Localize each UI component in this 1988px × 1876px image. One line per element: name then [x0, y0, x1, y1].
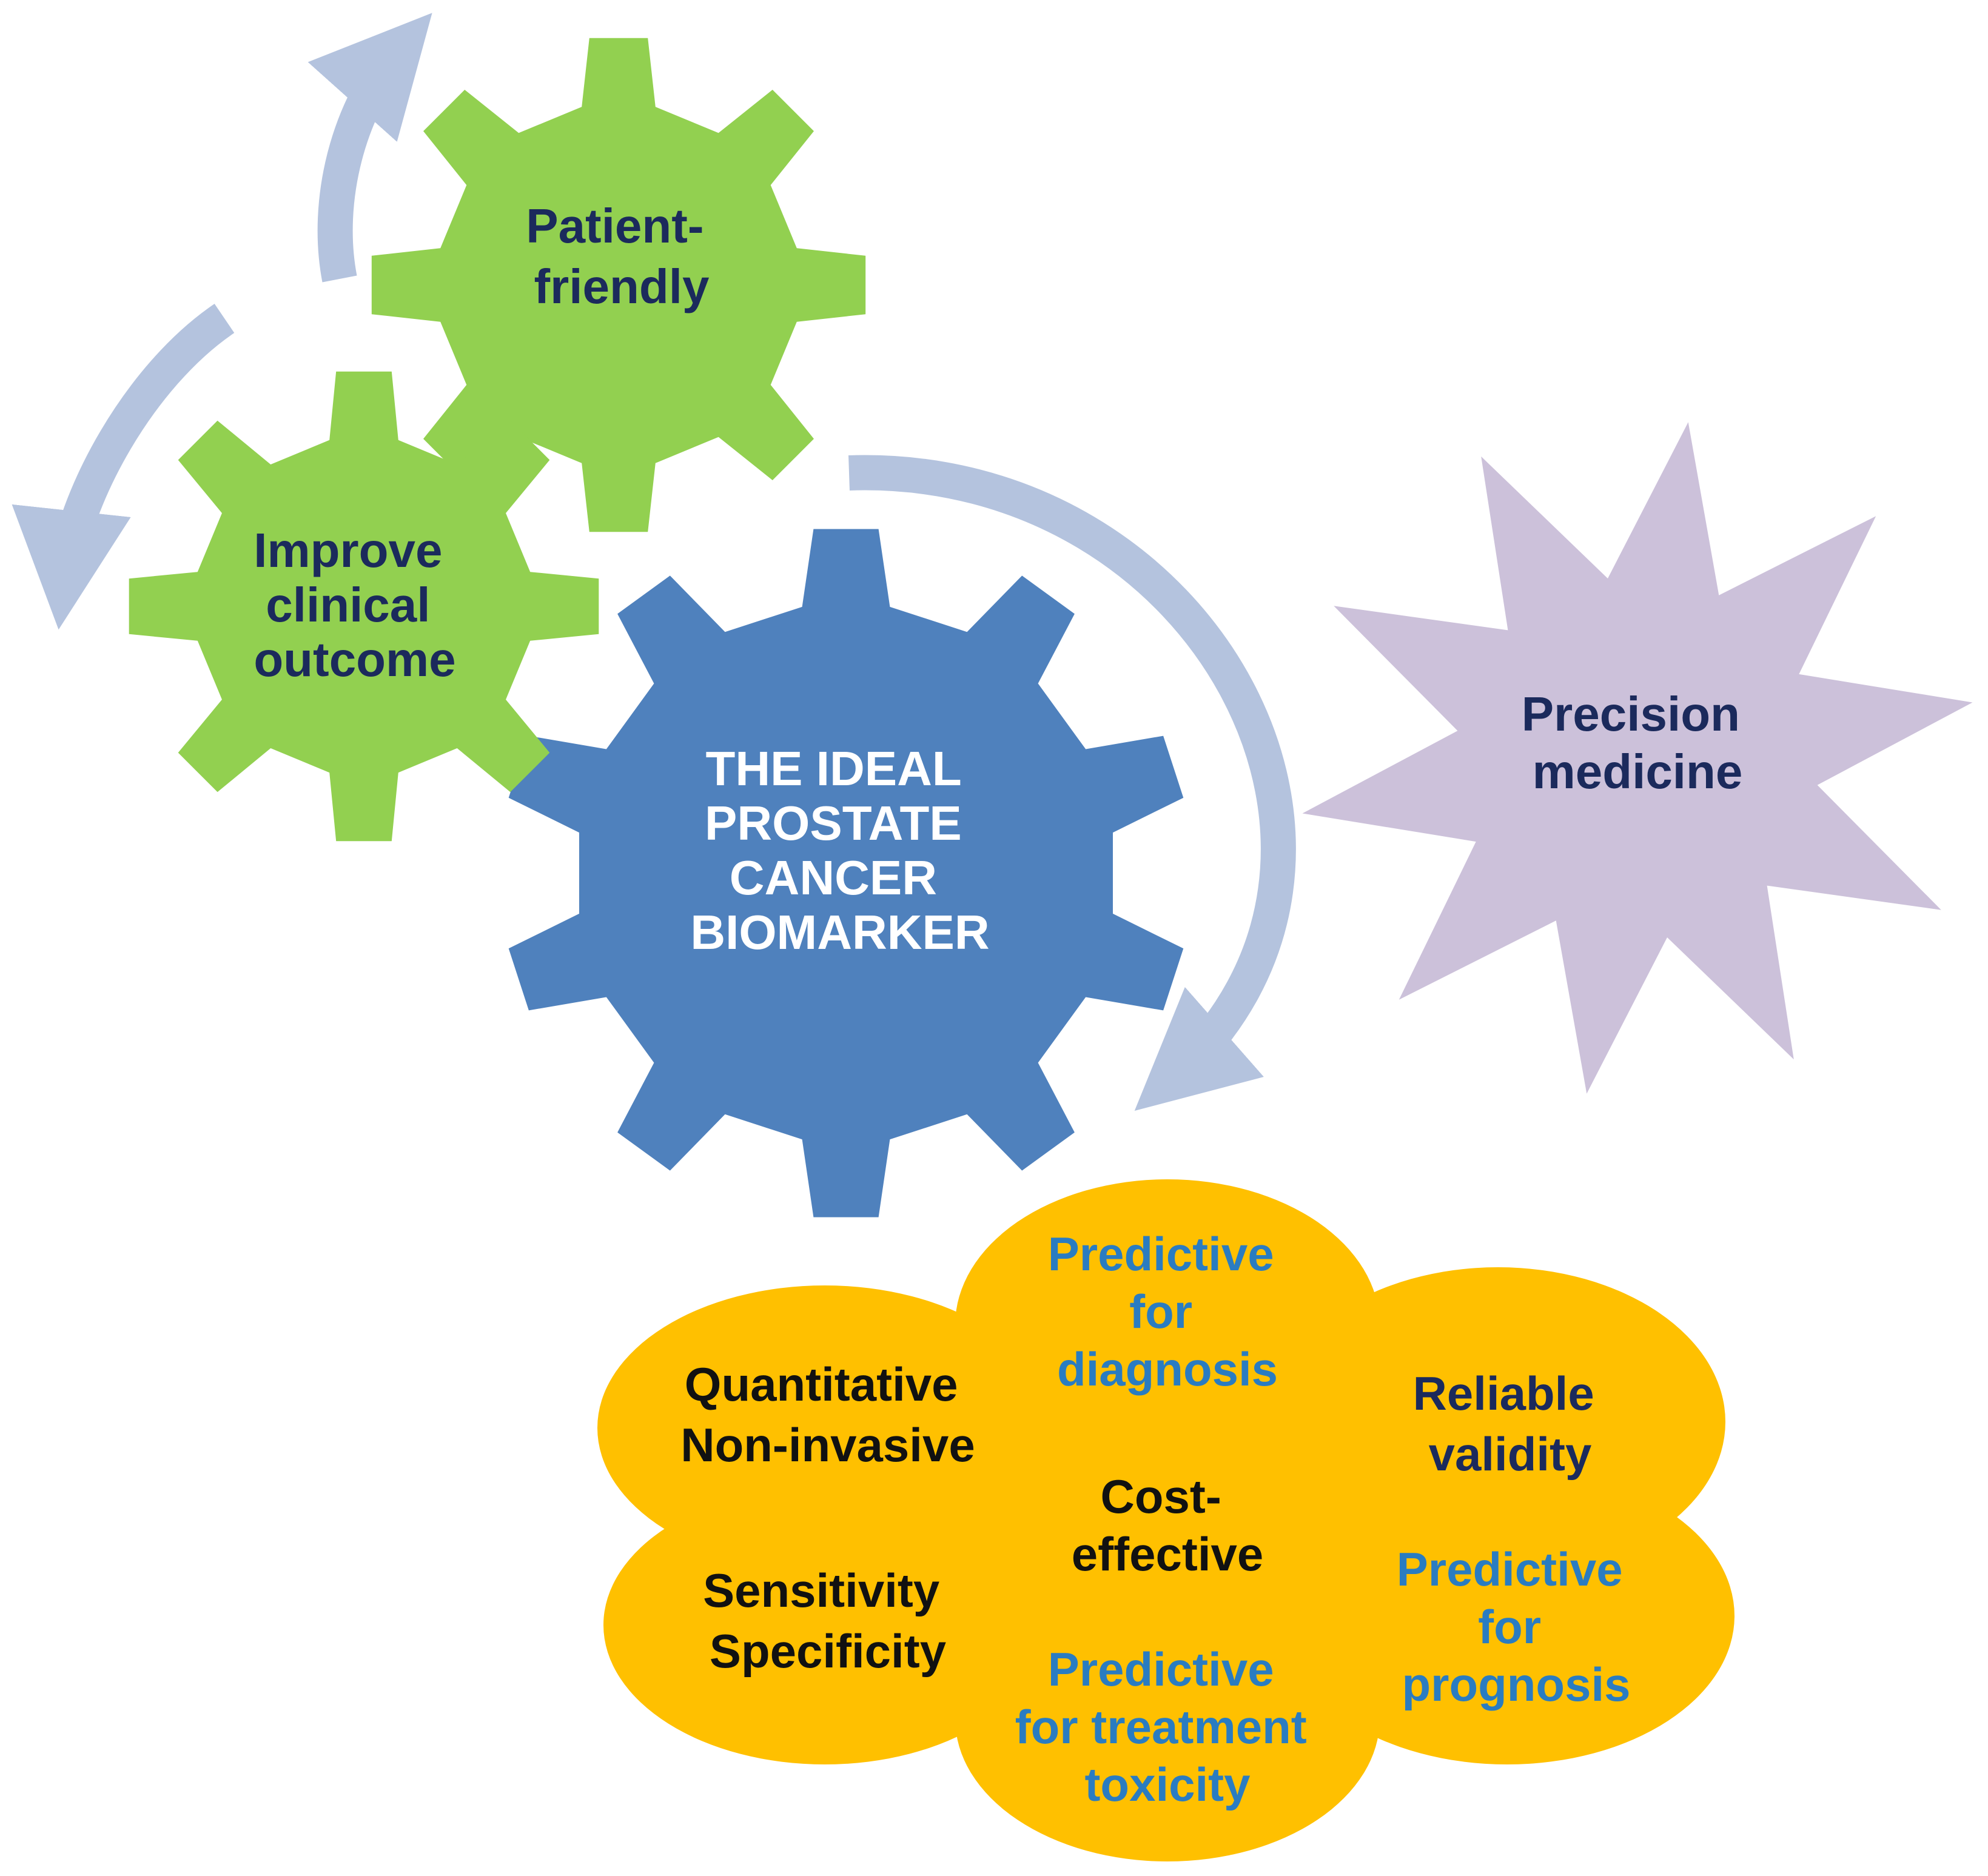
predictive-toxicity-label: Predictive for treatment toxicity [1015, 1643, 1320, 1811]
clinical-outcome-label: Improve clinical outcome [254, 523, 455, 686]
quantitative-label: Quantitative Non-invasive [680, 1358, 975, 1472]
patient-friendly-gear [371, 38, 866, 532]
patient-friendly-label: Patient- friendly [526, 199, 717, 313]
cost-effective-label: Cost- effective [1072, 1470, 1264, 1581]
precision-medicine-label: Precision medicine [1522, 687, 1753, 799]
center-gear [508, 529, 1184, 1218]
center-gear-label: THE IDEAL PROSTATE CANCER BIOMARKER [690, 742, 989, 959]
arrow-top [307, 13, 432, 283]
predictive-diagnosis-label: Predictive for diagnosis [1048, 1227, 1288, 1396]
predictive-prognosis-label: Predictive for prognosis [1397, 1543, 1636, 1711]
arrow-right [848, 455, 1296, 1111]
criteria-cloud [597, 1179, 1734, 1861]
precision-medicine-star [1302, 422, 1973, 1094]
sensitivity-label: Sensitivity Specificity [703, 1564, 953, 1678]
clinical-outcome-gear [129, 371, 599, 842]
reliable-validity-label: Reliable validity [1413, 1367, 1608, 1481]
arrow-left [12, 304, 235, 630]
